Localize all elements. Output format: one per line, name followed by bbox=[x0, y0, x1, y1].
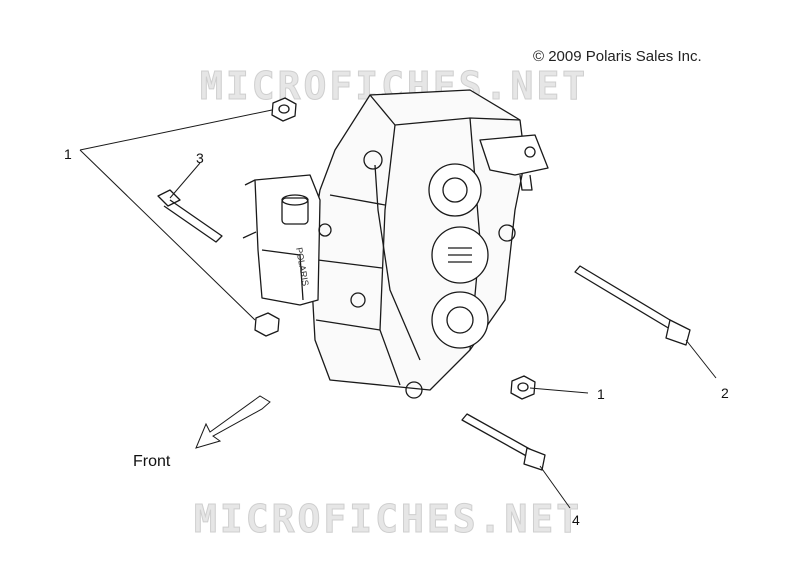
housing-rib-3 bbox=[315, 319, 381, 331]
nut-right bbox=[510, 375, 536, 400]
nut-upper-bore bbox=[278, 104, 290, 114]
leader-2 bbox=[685, 339, 717, 379]
bolt-4-head bbox=[523, 447, 546, 471]
leader-1-upper-b bbox=[79, 149, 256, 321]
actuator-body bbox=[254, 174, 321, 306]
leader-4 bbox=[539, 465, 571, 509]
bolt-2 bbox=[574, 265, 681, 333]
nut-upper bbox=[271, 97, 297, 122]
copyright-notice: © 2009 Polaris Sales Inc. bbox=[533, 48, 702, 65]
housing-top-ridge bbox=[369, 94, 521, 126]
upper-shaft-spline bbox=[442, 177, 468, 203]
callout-1-right: 1 bbox=[597, 386, 605, 402]
callout-4: 4 bbox=[572, 512, 580, 528]
mount-hole-left bbox=[350, 292, 366, 308]
callout-2: 2 bbox=[721, 385, 729, 401]
mount-hole-lower bbox=[405, 381, 423, 399]
leader-1-upper-a bbox=[79, 109, 273, 151]
shift-arm-stud bbox=[519, 174, 533, 191]
leader-1-right bbox=[529, 387, 589, 394]
actuator-cap-top bbox=[281, 194, 309, 206]
dipstick-loop bbox=[363, 150, 383, 170]
front-label: Front bbox=[133, 453, 171, 470]
callout-1-upper: 1 bbox=[64, 146, 72, 162]
nut-lower-left bbox=[254, 312, 280, 337]
shift-arm bbox=[479, 134, 549, 176]
bolt-4 bbox=[461, 413, 536, 459]
actuator-cap bbox=[281, 197, 309, 225]
housing-side-edge bbox=[379, 124, 401, 386]
lower-shaft-spline bbox=[446, 306, 474, 334]
actuator-lower bbox=[261, 249, 304, 301]
mount-hole-front bbox=[318, 223, 332, 237]
actuator-wire bbox=[242, 179, 257, 239]
mount-hole-right bbox=[498, 224, 516, 242]
front-arrow-icon bbox=[195, 395, 271, 449]
callout-3: 3 bbox=[196, 150, 204, 166]
shift-arm-hole bbox=[524, 146, 536, 158]
nut-right-bore bbox=[517, 382, 529, 392]
linkage-rod bbox=[374, 164, 421, 361]
watermark-bottom: MICROFICHES.NET bbox=[193, 497, 583, 542]
gearbox-housing bbox=[309, 89, 526, 391]
upper-shaft-boss bbox=[428, 163, 482, 217]
bolt-3 bbox=[157, 189, 223, 243]
middle-gear-marks bbox=[448, 247, 472, 263]
bolt-2-head bbox=[665, 319, 691, 346]
lower-shaft-boss bbox=[431, 291, 489, 349]
housing-rib-1 bbox=[329, 194, 386, 206]
housing-rib-2 bbox=[317, 259, 383, 269]
leader-3 bbox=[169, 162, 201, 199]
